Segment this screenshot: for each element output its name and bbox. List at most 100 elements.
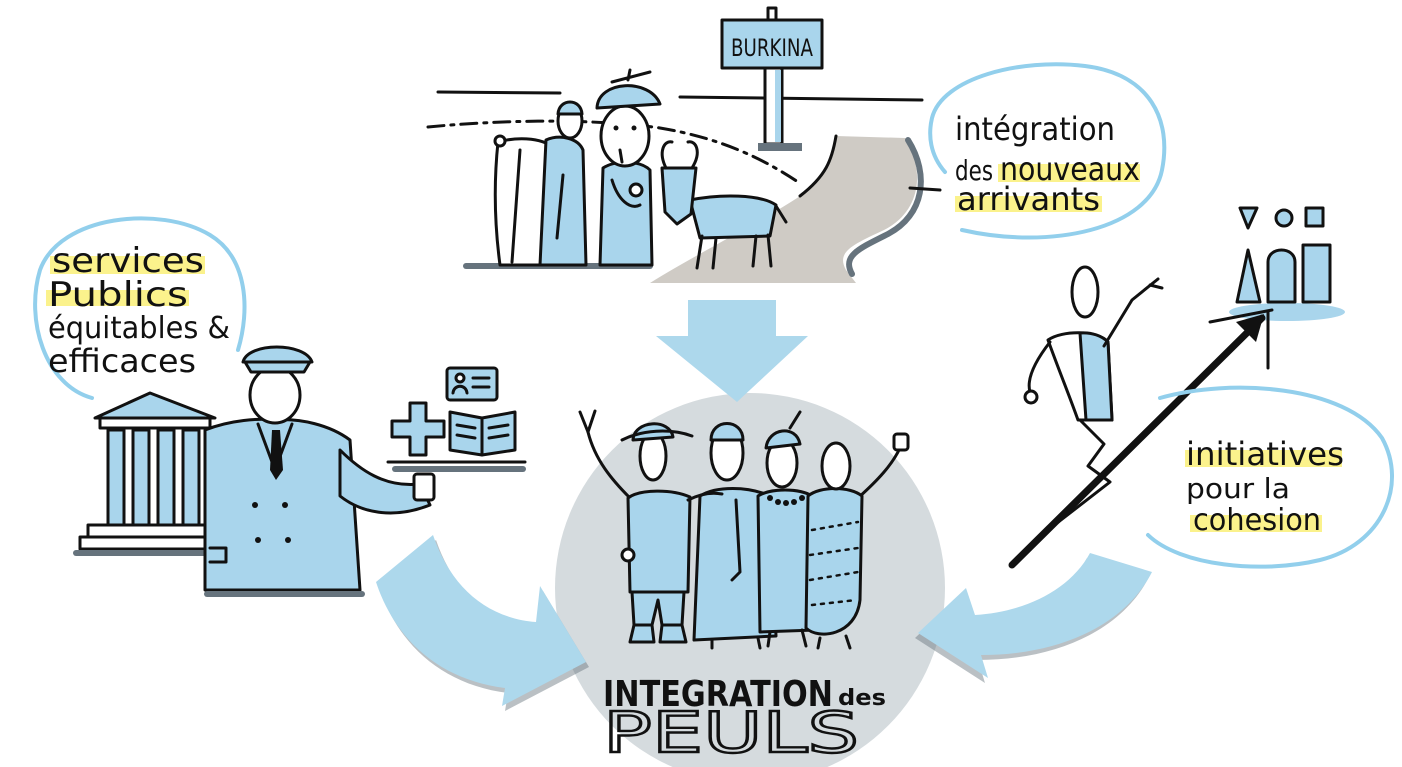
bubble-right-line3: cohesion (1193, 503, 1321, 538)
sign-post-top (766, 6, 778, 22)
bubble-right-line2: pour la (1186, 472, 1290, 505)
official-button-1 (252, 502, 258, 508)
necklace-bead (791, 499, 797, 505)
figure-4-dress (804, 487, 864, 636)
child-hat (595, 84, 662, 110)
road (650, 136, 918, 283)
arrow-from-right (918, 553, 1152, 678)
bubble-left-line1: services (52, 241, 204, 281)
elder-inner-robe (538, 135, 588, 267)
road-edge (798, 134, 838, 198)
elder-staff (510, 148, 522, 264)
elder-robe-fold (555, 173, 565, 240)
figure-cow (660, 140, 788, 270)
necklace-bead (799, 495, 805, 501)
highlight-publics (46, 290, 189, 306)
cow-body (688, 194, 778, 240)
arrow-from-top (656, 300, 808, 402)
building-step-lower (78, 535, 217, 551)
child-hat-propeller (610, 68, 652, 84)
official-arm (338, 448, 432, 515)
id-card (445, 366, 499, 402)
sign-post-base-shadow (758, 143, 802, 151)
official-cap-visor (243, 360, 312, 374)
child-mouth (618, 148, 624, 164)
child-head (599, 104, 651, 168)
bubble-right-outline (1146, 385, 1394, 569)
bubble-top-line1: intégration (955, 110, 1115, 148)
pointing-figure-legs (1046, 418, 1112, 532)
center-title-line1: INTEGRATION (603, 674, 833, 715)
bubble-left-line2: Publics (48, 275, 188, 315)
figure-4-head (820, 441, 852, 491)
pointing-figure-head (1070, 265, 1100, 319)
figure-icon-3 (1301, 243, 1332, 304)
migration-route-line (426, 119, 800, 184)
child-eye-left (613, 125, 619, 131)
figure-icon-2 (1266, 248, 1297, 304)
figure-3-necklace (767, 495, 805, 506)
arrows (376, 300, 1152, 711)
sign-burkina: BURKINA (720, 6, 824, 151)
official-tie (270, 430, 283, 480)
public-building-icon (73, 391, 218, 556)
square-icon (1304, 206, 1325, 228)
bubble-top-line2-plain: des (955, 154, 993, 187)
figure-2-robe-fold (730, 498, 742, 582)
child-body (598, 160, 654, 267)
center-title: INTEGRATION des PEULS (602, 674, 886, 767)
figure-2-arm-over-shoulder (686, 491, 724, 502)
cow-horns (660, 140, 699, 170)
figure-1-hand (620, 547, 636, 563)
figure-icon-1 (1235, 248, 1262, 304)
figure-3-feet (766, 628, 808, 648)
highlight-initiatives (1185, 450, 1342, 467)
elder-cap (556, 100, 584, 116)
building-roof (93, 391, 217, 420)
horizon-line-right (678, 95, 924, 102)
figure-center-4 (804, 432, 910, 650)
building-column-3 (156, 428, 176, 527)
horizon-line-left (436, 90, 562, 95)
figure-1-boots (628, 623, 688, 644)
highlight-arrivants (955, 196, 1102, 212)
bubble-left-line4: efficaces (48, 342, 196, 380)
service-tray (386, 366, 527, 472)
community-icons (1229, 206, 1345, 321)
bubble-right-line1: initiatives (1186, 435, 1344, 473)
building-entablature (98, 416, 212, 430)
bubble-right: initiatives pour la cohesion (1146, 385, 1394, 569)
necklace-bead (775, 499, 781, 505)
official-button-2 (282, 502, 288, 508)
official-button-3 (255, 537, 261, 543)
progress-arrow-head (1236, 314, 1264, 342)
figure-center-1 (578, 409, 694, 644)
book-text-lines (455, 423, 510, 440)
child-hand (628, 182, 644, 198)
figure-4-feet (816, 634, 852, 650)
building-column-2 (131, 428, 151, 527)
sign-label: BURKINA (731, 34, 813, 62)
official-cap (241, 345, 314, 364)
bubble-top-right-outline (928, 62, 1167, 240)
scene-arrival: BURKINA (426, 6, 924, 283)
health-cross-icon (390, 401, 446, 457)
figure-center-3 (756, 410, 818, 648)
necklace-bead (767, 495, 773, 501)
official-cuff (412, 472, 436, 502)
child-arm (610, 178, 642, 208)
bubble-top-line3-highlight: arrivants (957, 180, 1100, 218)
arrow-from-left (376, 535, 586, 706)
sign-post-shade (775, 70, 781, 142)
figure-3-feather (788, 410, 802, 430)
id-card-icon (445, 366, 499, 402)
pointing-figure-left-arm (1027, 340, 1052, 394)
figure-1-raised-arm (586, 430, 632, 500)
id-card-portrait-head (454, 372, 466, 384)
cow-head (660, 166, 698, 226)
building-step-upper (86, 523, 210, 539)
road-edge-shadow (846, 137, 924, 277)
building-column-4 (181, 428, 201, 527)
highlight-services (50, 256, 205, 274)
